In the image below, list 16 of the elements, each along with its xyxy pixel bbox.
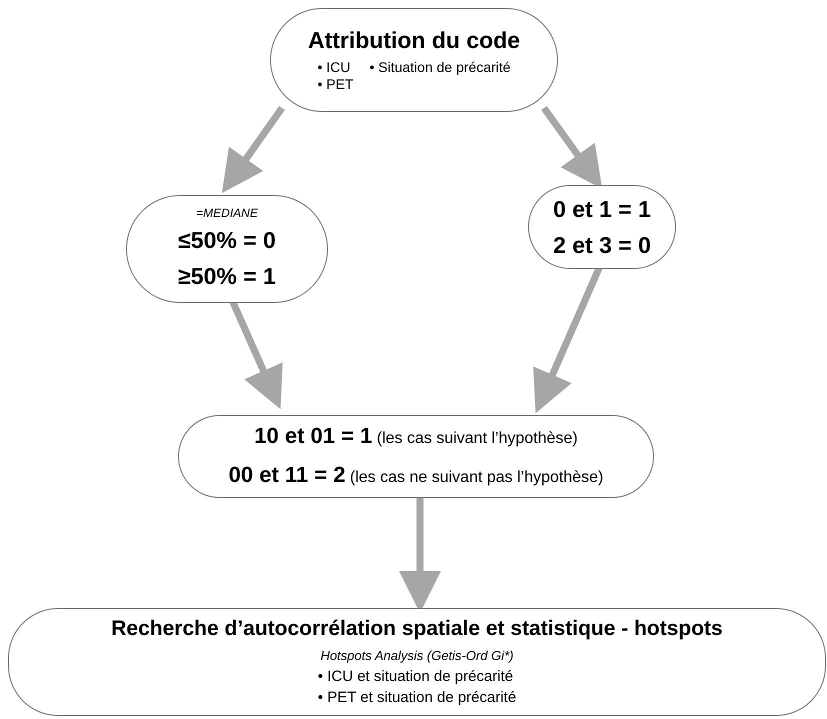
node-note: =MEDIANE [196, 205, 258, 222]
node-title: Attribution du code [308, 26, 520, 55]
bullet-item: • ICU [317, 58, 352, 76]
bullet-item: • ICU et situation de précarité [318, 667, 514, 688]
rule-text: ≤50% = 0 [178, 226, 276, 255]
bullet-item: • PET [317, 76, 354, 94]
bullet-item: • Situation de précarité [369, 58, 511, 76]
rule-text: 2 et 3 = 0 [553, 231, 651, 260]
rule-text: 10 et 01 = 1 (les cas suivant l’hypothèse) [254, 422, 578, 450]
arrow [222, 106, 285, 194]
rule-text: ≥50% = 1 [178, 262, 276, 291]
bullet-item: • PET et situation de précarité [318, 688, 516, 708]
node-subtitle: Hotspots Analysis (Getis-Ord Gi*) [320, 646, 514, 665]
rule-text: 0 et 1 = 1 [553, 195, 651, 224]
rule-text: 00 et 11 = 2 (les cas ne suivant pas l’hypothèse) [228, 460, 604, 488]
node-title: Recherche d’autocorrélation spatiale et statistique - hotspots [111, 616, 723, 642]
